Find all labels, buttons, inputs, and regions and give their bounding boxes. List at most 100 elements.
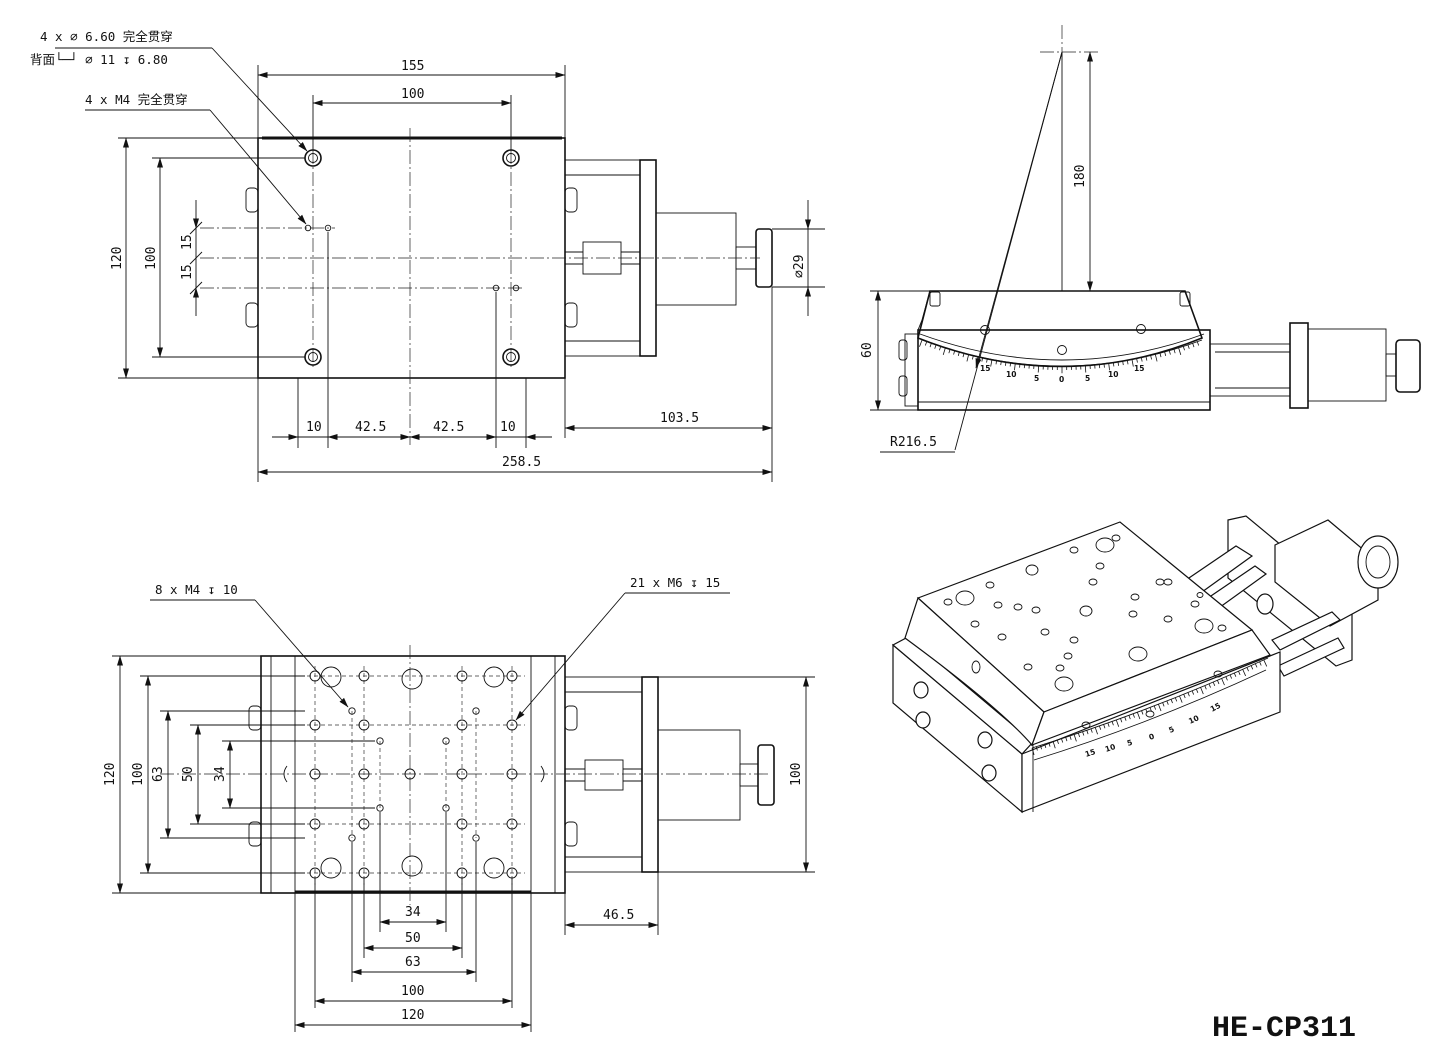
scale-tick [1052, 741, 1056, 749]
scale-tick [1077, 733, 1081, 738]
scale-tick [1242, 669, 1246, 677]
scale-tick [1145, 356, 1148, 361]
svg-text:5: 5 [1034, 374, 1039, 383]
m4-holes-note: 8 x M4 ↧ 10 [155, 582, 238, 597]
scale-tick [1120, 718, 1123, 723]
bottom-view: 8 x M4 ↧ 10 21 x M6 ↧ 15 120 100 63 50 3… [103, 575, 815, 1032]
scale-tick [934, 344, 937, 349]
m6-holes-note: 21 x M6 ↧ 15 [630, 575, 720, 590]
bottom-m4-holes [348, 707, 480, 842]
scale-tick [1061, 738, 1064, 743]
scale-tick [1149, 707, 1152, 712]
scale-tick [1164, 351, 1167, 356]
scale-tick [1086, 730, 1089, 735]
dim-v-34: 34 [213, 766, 228, 782]
dim-h-120: 120 [401, 1008, 424, 1023]
iso-top-holes [943, 534, 1227, 729]
scale-tick [1229, 674, 1233, 679]
scale-tick [1128, 715, 1131, 720]
scale-tick [1191, 690, 1195, 695]
scale-tick [1195, 688, 1199, 693]
scale-tick [1246, 667, 1249, 672]
dim-h-50: 50 [405, 931, 421, 946]
scale-tick [1153, 705, 1157, 710]
scale-tick [1259, 661, 1262, 666]
scale-tick [1124, 716, 1127, 721]
side-base-outline [917, 329, 1211, 411]
scale-tick [1111, 721, 1114, 726]
scale-tick [1187, 692, 1190, 697]
svg-text:10: 10 [1187, 713, 1200, 725]
scale-tick [1108, 363, 1110, 371]
bottom-m6-holes [309, 670, 518, 879]
scale-tick [1112, 362, 1115, 367]
scale-tick [948, 349, 951, 354]
svg-text:15: 15 [1134, 364, 1144, 373]
bottom-large-holes [320, 666, 505, 879]
svg-text:0: 0 [1148, 732, 1156, 742]
scale-tick [1174, 697, 1178, 702]
svg-text:10: 10 [1006, 370, 1016, 379]
scale-tick [1031, 747, 1035, 756]
scale-tick [1103, 724, 1106, 729]
scale-tick [1048, 742, 1051, 747]
scale-tick [1187, 344, 1190, 349]
scale-tick [995, 360, 998, 365]
scale-tick [1000, 361, 1002, 366]
scale-tick [1263, 659, 1268, 667]
dim-10-right: 10 [500, 420, 516, 435]
scale-tick [1204, 685, 1207, 690]
scale-tick [957, 351, 960, 356]
dim-h-34: 34 [405, 905, 421, 920]
dim-15-a: 15 [180, 234, 195, 250]
scale-tick [1044, 743, 1047, 749]
scale-tick [1131, 359, 1134, 367]
scale-tick [1196, 341, 1200, 346]
dim-10-left: 10 [306, 420, 322, 435]
svg-text:10: 10 [1108, 370, 1118, 379]
scale-tick [1141, 710, 1144, 715]
iso-scale-ticks [1031, 659, 1268, 756]
scale-tick [1136, 712, 1141, 720]
scale-tick [1159, 353, 1162, 358]
scale-tick [1225, 676, 1228, 681]
scale-tick [1178, 347, 1182, 355]
svg-text:15: 15 [1084, 747, 1097, 759]
scale-tick [1238, 671, 1241, 676]
svg-text:5: 5 [1167, 725, 1175, 735]
dim-42-5-left: 42.5 [355, 420, 386, 435]
scale-tick [1233, 672, 1237, 677]
scale-tick [966, 354, 970, 362]
dim-r216-5: R216.5 [890, 435, 937, 450]
scale-tick [1217, 680, 1220, 685]
dim-60: 60 [860, 342, 875, 358]
scale-tick [1183, 694, 1186, 699]
scale-tick [1166, 700, 1169, 705]
scale-tick [924, 341, 928, 346]
dim-v-50: 50 [181, 766, 196, 782]
scale-tick [1192, 343, 1195, 348]
top-tapped-holes [304, 224, 520, 292]
scale-tick [962, 353, 965, 358]
scale-tick [1014, 363, 1016, 371]
side-scale-labels: 15 10 5 0 5 10 15 [980, 364, 1144, 384]
scale-tick [1182, 346, 1185, 351]
scale-tick [981, 357, 984, 362]
scale-tick [1179, 695, 1183, 703]
svg-text:0: 0 [1059, 375, 1064, 384]
dim-v-120: 120 [103, 763, 118, 786]
side-view: 15 10 5 0 5 10 15 180 60 R216.5 [860, 25, 1421, 453]
svg-text:15: 15 [1209, 701, 1222, 714]
scale-tick [1150, 355, 1152, 360]
tapped-hole-note: 4 x M4 完全贯穿 [85, 92, 188, 107]
bottom-body-outline [260, 655, 566, 894]
scale-tick [990, 359, 993, 367]
svg-text:10: 10 [1104, 742, 1117, 754]
scale-tick [1162, 702, 1165, 707]
top-view: 4 x ∅ 6.60 完全贯穿 背面└─┘ ∅ 11 ↧ 6.80 4 x M4… [30, 29, 825, 482]
scale-tick [1115, 719, 1120, 727]
scale-tick [929, 343, 932, 348]
svg-text:5: 5 [1126, 738, 1134, 748]
iso-scale-labels: 15 10 5 0 5 10 15 [1084, 701, 1222, 759]
